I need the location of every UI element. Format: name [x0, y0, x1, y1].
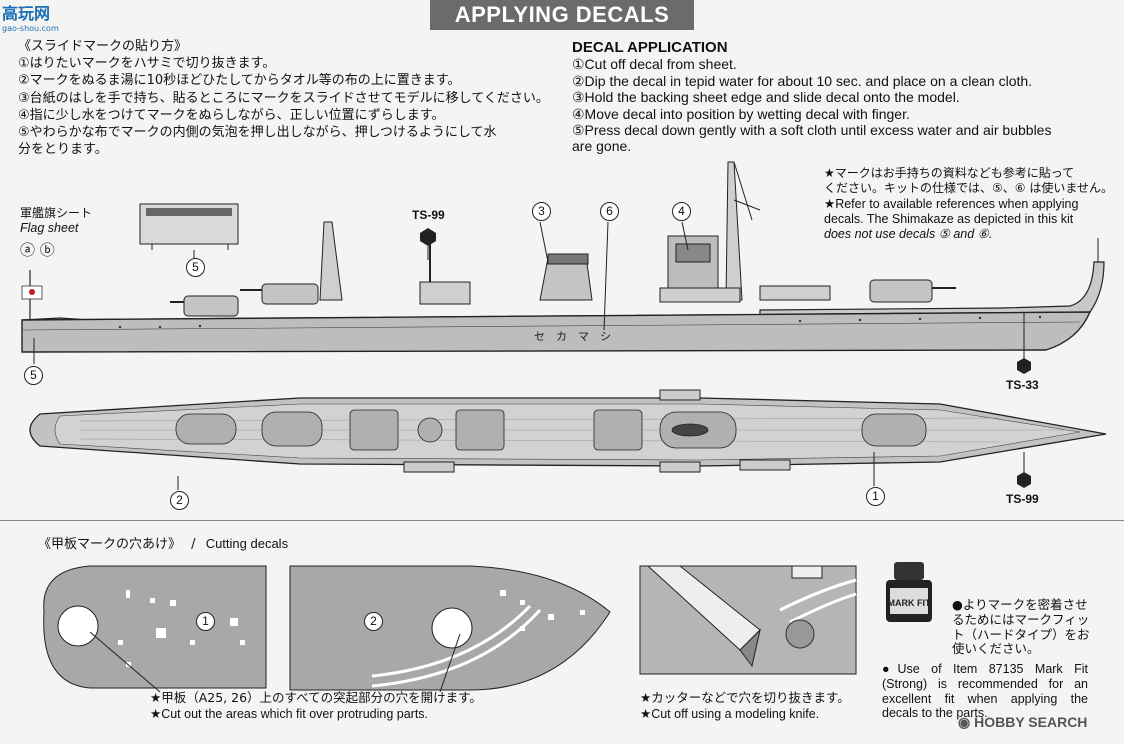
ts99-label-bottom: TS-99 [1006, 492, 1039, 506]
callout-6: 6 [600, 202, 619, 221]
callout-5-hull: 5 [24, 366, 43, 385]
decal-5-preview [139, 203, 239, 250]
instructions-jp-step: ④指に少し水をつけてマークをぬらしながら、正しい位置にずらします。 [18, 107, 445, 123]
instructions-jp-step: 分をとります。 [18, 142, 108, 158]
cutting-title-separator: / [191, 537, 196, 552]
mark-fit-en: ●Use of Item 87135 Mark Fit (Strong) is … [882, 662, 1088, 721]
callout-1: 1 [866, 487, 885, 506]
cutting-title-jp: 《甲板マークの穴あけ》 [38, 537, 182, 552]
reference-note-en: does not use decals ⑤ and ⑥. [824, 227, 993, 242]
mark-fit-note-jp: ●よりマークを密着させ るためにはマークフィッ ト（ハードタイプ）をお 使いくだ… [952, 597, 1092, 657]
cutting-note: ★甲板（A25, 26）上のすべての突起部分の穴を開けます。 ★Cut out … [150, 690, 482, 722]
hobby-search-watermark: ◉ HOBBY SEARCH [958, 714, 1087, 731]
mark-fit-note-en: ●Use of Item 87135 Mark Fit (Strong) is … [882, 662, 1088, 721]
mark-fit-jp: ●よりマークを密着させ [952, 597, 1088, 612]
knife-note-jp: ★カッターなどで穴を切り抜きます。 [640, 690, 850, 705]
instructions-jp-step: ③台紙のはしを手で持ち、貼るところにマークをスライドさせてモデルに移してください… [18, 90, 549, 106]
reference-note-en: ★Refer to available references when appl… [824, 196, 1079, 211]
site-logo-url: gao-shou.com [2, 24, 59, 33]
decal-b-marker: ⓑ [39, 241, 55, 259]
ship-illustration [21, 161, 1107, 490]
decal-a-marker: ⓐ [20, 241, 36, 259]
section-divider [0, 520, 1124, 521]
mark-fit-jp: るためにはマークフィッ [952, 611, 1090, 627]
instructions-en-step: ⑤Press decal down gently with a soft clo… [572, 122, 1052, 139]
cutting-note-jp: ★甲板（A25, 26）上のすべての突起部分の穴を開けます。 [150, 690, 482, 705]
site-logo-text: 高玩网 [2, 4, 51, 23]
instructions-en-title: DECAL APPLICATION [572, 39, 728, 56]
callout-4: 4 [672, 202, 691, 221]
mark-fit-jp: ト（ハードタイプ）をお [952, 626, 1090, 642]
flag-sheet-label: 軍艦旗シート Flag sheet ⓐ ⓑ [20, 204, 92, 260]
ts99-label-top: TS-99 [412, 208, 445, 222]
deck-decal-panel-2 [289, 565, 611, 691]
instructions-jp-title: 《スライドマークの貼り方》 [18, 39, 188, 54]
mark-fit-bottle-label: MARK FIT [888, 598, 931, 608]
instructions-jp-step: ②マークをぬるま湯に10秒ほどひたしてからタオル等の布の上に置きます。 [18, 73, 461, 89]
instructions-en-step: ④Move decal into position by wetting dec… [572, 105, 910, 122]
knife-note: ★カッターなどで穴を切り抜きます。 ★Cut off using a model… [640, 690, 850, 722]
callout-2: 2 [170, 491, 189, 510]
ship-deck-plan [29, 389, 1107, 473]
reference-note-jp: ください。キットの仕様では、⑤、⑥ は使いません。 [824, 181, 1113, 196]
flag-sheet-en: Flag sheet [20, 221, 79, 235]
mark-fit-bottle: MARK FIT [886, 562, 932, 622]
hobby-search-logo-icon: ◉ [958, 714, 971, 730]
knife-illustration [639, 565, 857, 675]
instructions-jp-step: ①はりたいマークをハサミで切り抜きます。 [18, 56, 276, 72]
instructions-jp: 《スライドマークの貼り方》 ①はりたいマークをハサミで切り抜きます。 ②マークを… [18, 38, 558, 158]
hobby-search-text: HOBBY SEARCH [974, 714, 1088, 730]
instructions-en-step: are gone. [572, 138, 632, 155]
knife-note-en: ★Cut off using a modeling knife. [640, 707, 820, 721]
callout-5-sheet: 5 [186, 258, 205, 277]
ship-side-profile [21, 161, 1105, 353]
cutting-title-en: Cutting decals [205, 536, 289, 551]
cutting-note-en: ★Cut out the areas which fit over protru… [150, 707, 429, 721]
callout-3: 3 [532, 202, 551, 221]
instructions-en: DECAL APPLICATION ①Cut off decal from sh… [572, 39, 1112, 155]
cutting-illustration [43, 565, 857, 693]
instructions-jp-step: ⑤やわらかな布でマークの内側の気泡を押し出しながら、押しつけるようにして水 [18, 125, 497, 141]
ts33-label: TS-33 [1006, 378, 1039, 392]
deck-decal-panel-1 [43, 565, 267, 689]
instructions-en-step: ②Dip the decal in tepid water for about … [572, 72, 1033, 89]
reference-note-en: decals. The Shimakaze as depicted in thi… [824, 211, 1074, 226]
ensign-flag [21, 270, 43, 325]
site-logo: 高玩网 gao-shou.com [2, 0, 66, 36]
reference-note-jp: ★マークはお手持ちの資料なども参考に貼って [824, 166, 1075, 180]
cutting-panel-1-label: 1 [196, 612, 215, 631]
page-title: APPLYING DECALS [430, 0, 694, 30]
flag-sheet-jp: 軍艦旗シート [20, 206, 93, 220]
hull-name-decal: セ カ マ シ [534, 330, 611, 343]
instructions-en-step: ③Hold the backing sheet edge and slide d… [572, 89, 960, 106]
reference-note: ★マークはお手持ちの資料なども参考に貼って ください。キットの仕様では、⑤、⑥ … [824, 166, 1120, 242]
cutting-decals-title: 《甲板マークの穴あけ》 / Cutting decals [38, 533, 288, 552]
cutting-panel-2-label: 2 [364, 612, 383, 631]
instructions-en-step: ①Cut off decal from sheet. [572, 56, 737, 73]
mark-fit-jp: 使いください。 [952, 641, 1040, 657]
